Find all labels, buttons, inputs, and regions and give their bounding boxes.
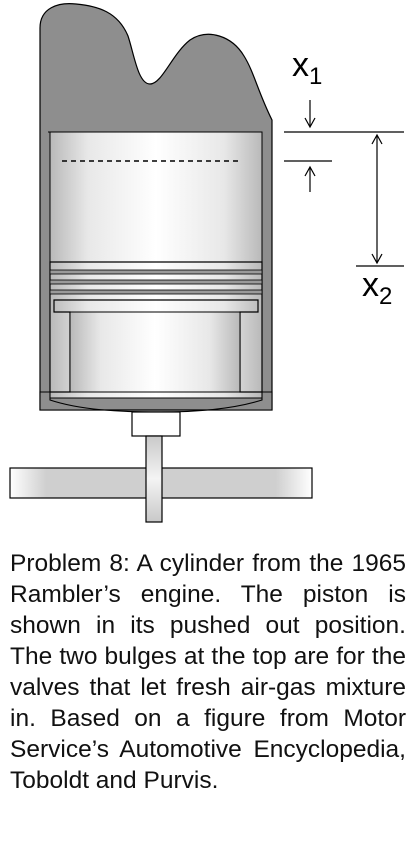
figure-caption: Problem 8: A cylinder from the 1965 Ramb… — [10, 550, 406, 794]
label-x2: x2 — [362, 266, 392, 310]
connecting-rod — [145, 435, 163, 523]
label-x1: x1 — [292, 46, 322, 90]
piston — [49, 261, 263, 393]
dimension-annotations — [284, 100, 404, 267]
cylinder-diagram: x1 x2 — [9, 3, 404, 523]
rod-housing — [131, 411, 181, 437]
